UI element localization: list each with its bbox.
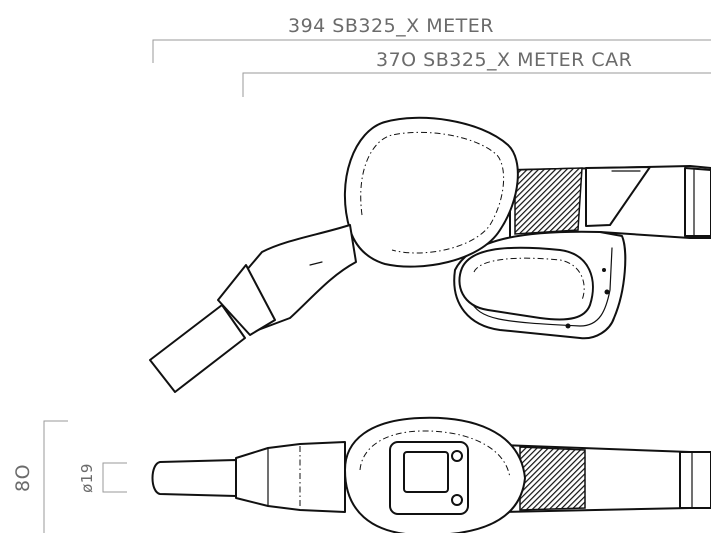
dimension-car-length: 37O SB325_X METER CAR <box>242 49 711 97</box>
dimension-total-length: 394 SB325_X METER <box>152 15 711 63</box>
total-length-label: 394 SB325_X METER <box>288 15 494 37</box>
dimension-spout-diameter: ø19 <box>78 462 127 493</box>
side-grip-hatch <box>514 167 583 235</box>
side-grip-panel <box>585 166 651 227</box>
height-label: 8O <box>12 464 34 492</box>
meter-button-bottom <box>451 494 463 506</box>
spout-tube <box>149 304 246 393</box>
car-length-label: 37O SB325_X METER CAR <box>376 49 632 71</box>
top-view <box>151 416 711 533</box>
spout-collar <box>217 264 276 336</box>
dimension-height: 8O <box>12 420 68 533</box>
top-swivel <box>679 451 711 509</box>
top-spout-tube <box>151 459 237 497</box>
meter-button-top <box>451 450 463 462</box>
side-view <box>149 116 711 393</box>
top-spout-housing <box>235 441 346 513</box>
top-grip-hatch <box>519 446 586 511</box>
meter-display-screen <box>403 451 449 493</box>
meter-head <box>343 116 519 268</box>
trigger-lever <box>458 246 594 321</box>
side-swivel <box>684 167 711 237</box>
spout-diameter-label: ø19 <box>78 463 96 493</box>
